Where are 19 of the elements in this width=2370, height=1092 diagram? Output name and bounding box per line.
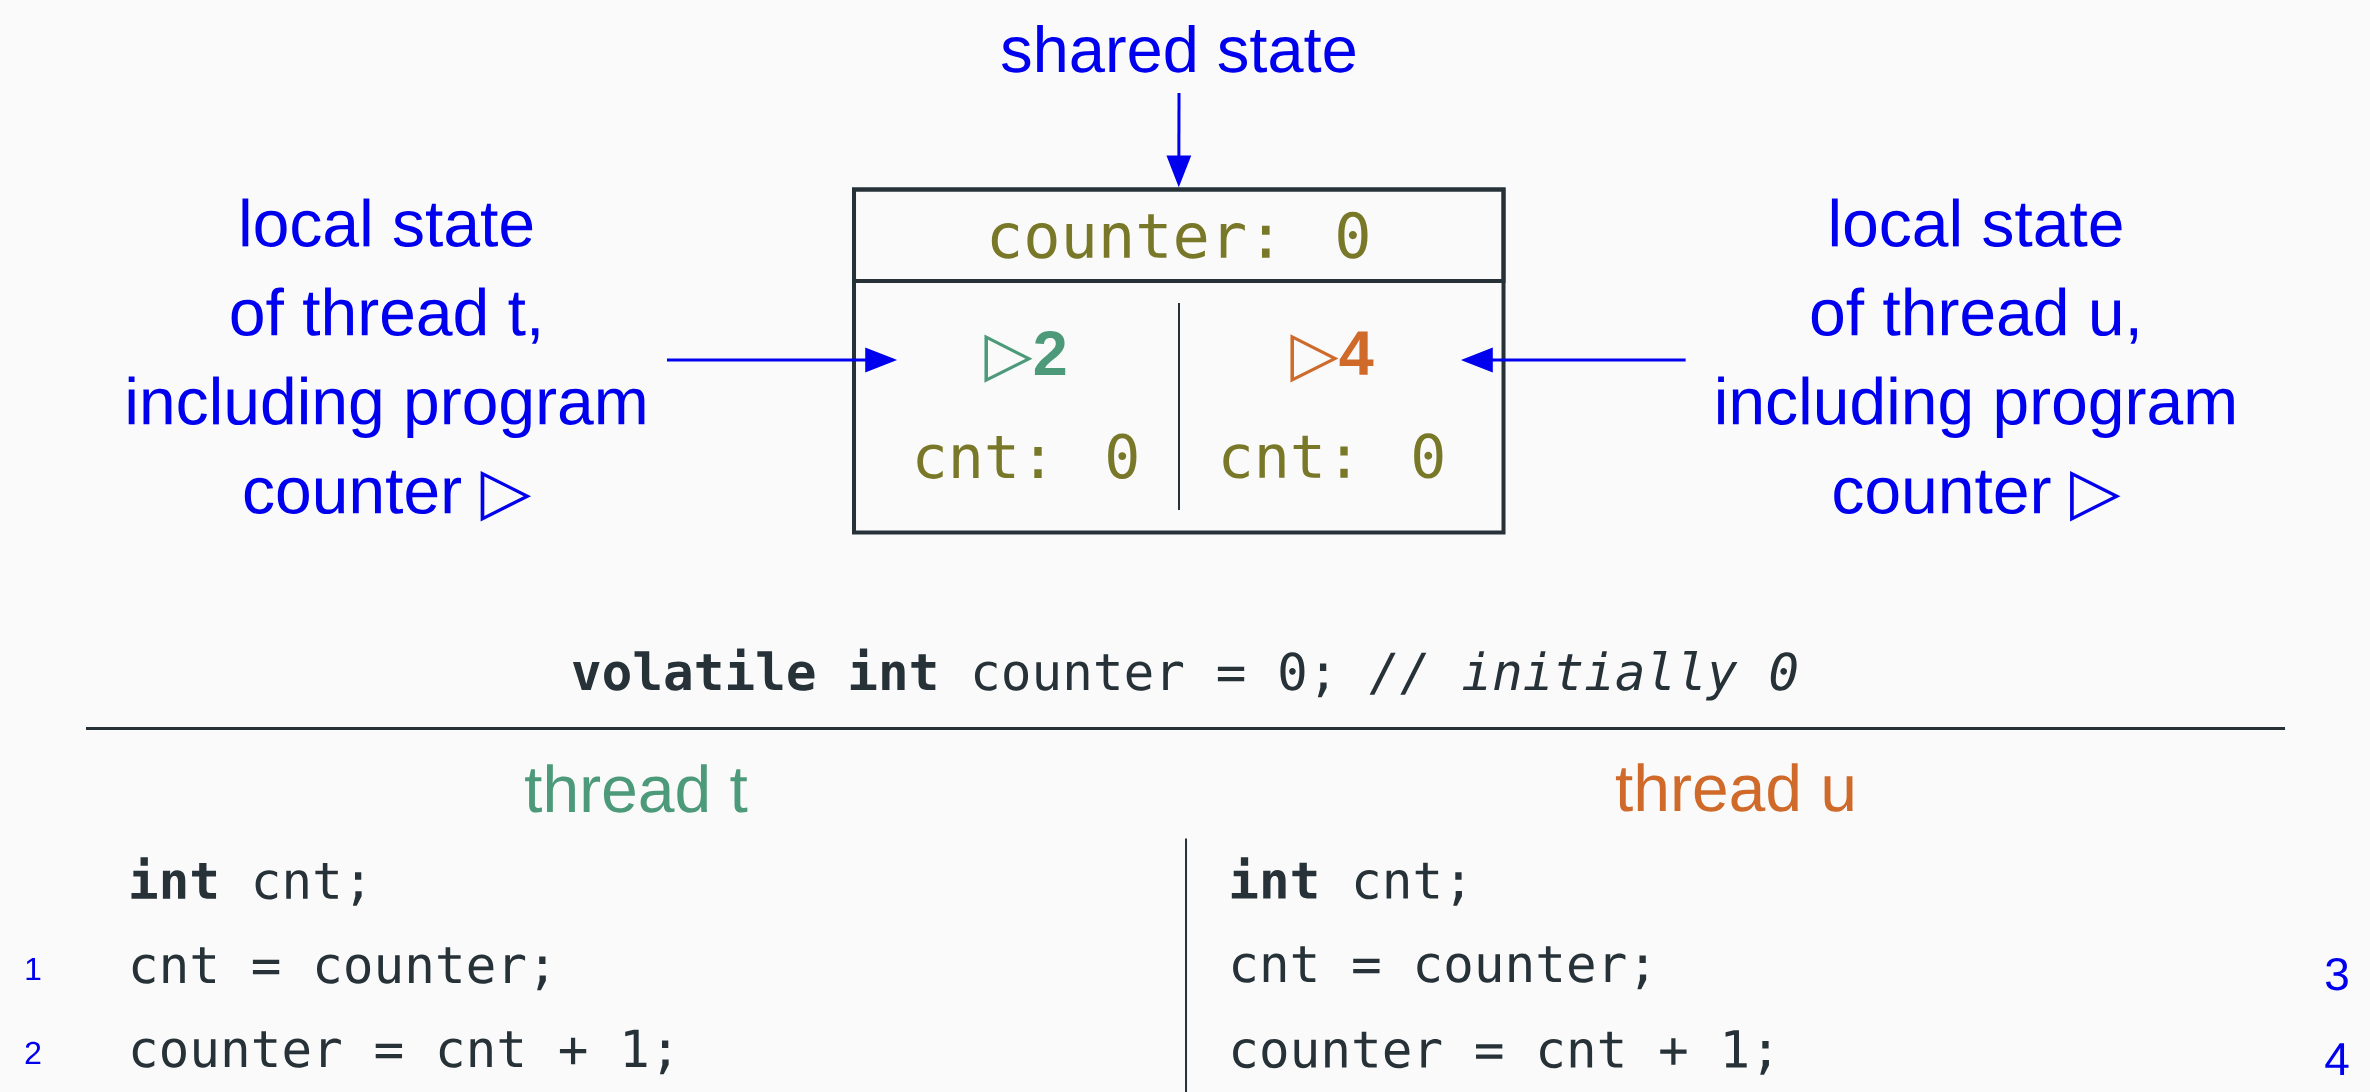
code-line: int cnt; xyxy=(1231,857,1462,906)
column-heading: thread t xyxy=(525,764,748,813)
code-line: int cnt; xyxy=(131,857,362,906)
code-line: cnt = counter; xyxy=(132,947,546,991)
state-values: ▷2 cnt: 0 xyxy=(917,331,1137,479)
annotation-text: local state of thread u, including program counter ▷ xyxy=(1718,198,2234,522)
annotation-text: shared state xyxy=(1001,24,1355,73)
line-number: 1 xyxy=(26,958,41,980)
line-number: 3 xyxy=(2326,957,2348,991)
code-line: counter = cnt + 1; xyxy=(132,1029,669,1075)
header-cell: counter: 0 xyxy=(852,187,1506,283)
code-line: counter = cnt + 1; xyxy=(1233,1030,1769,1075)
line-number: 2 xyxy=(25,1041,41,1064)
line-number: 4 xyxy=(2325,1043,2349,1075)
code-line: cnt = counter; xyxy=(1233,946,1647,990)
column-heading: thread u xyxy=(1615,763,1853,812)
code-line: volatile int counter = 0; // initially 0 xyxy=(572,648,1797,701)
state-values: ▷4 cnt: 0 xyxy=(1223,331,1443,479)
annotation-text: local state of thread t, including program counter ▷ xyxy=(128,198,645,522)
